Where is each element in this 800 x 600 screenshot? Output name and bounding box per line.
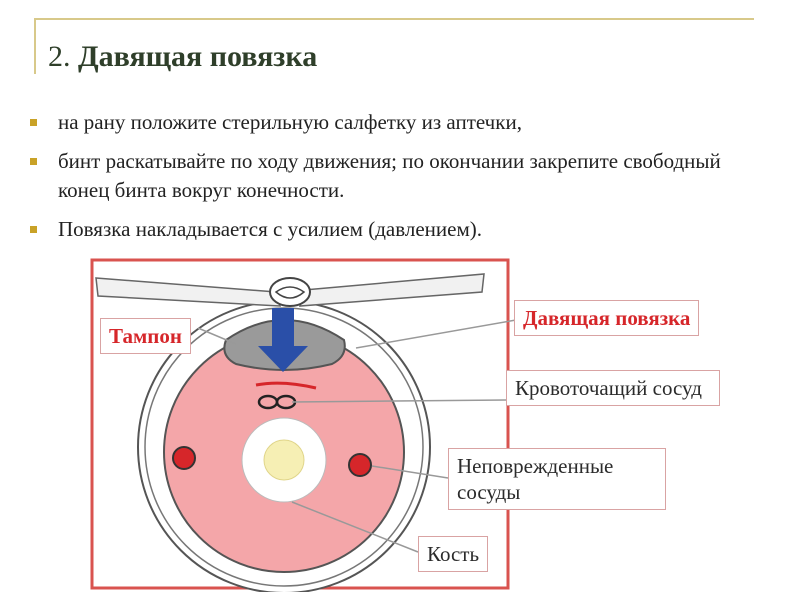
title-number: 2. xyxy=(48,40,71,73)
diagram-svg xyxy=(90,258,517,592)
leader-bleeding-vessel xyxy=(291,399,507,403)
bullet-text: бинт раскатывайте по ходу движения; по о… xyxy=(58,149,721,202)
bleeding-line xyxy=(255,381,317,390)
leader-tampon xyxy=(197,327,237,345)
leader-pressure-bandage xyxy=(355,319,517,349)
pressure-bandage-diagram: Тампон Давящая повязка Кровоточащий сосу… xyxy=(86,252,756,592)
bullet-list: на рану положите стерильную салфетку из … xyxy=(24,108,754,254)
bullet-item: на рану положите стерильную салфетку из … xyxy=(24,108,754,137)
bullet-marker-icon xyxy=(30,226,37,233)
bullet-text: на рану положите стерильную салфетку из … xyxy=(58,110,522,134)
slide-title: 2. Давящая повязка xyxy=(48,40,317,74)
label-tampon: Тампон xyxy=(100,318,191,354)
label-intact-vessels: Неповрежденные сосуды xyxy=(448,448,666,510)
bullet-item: Повязка накладывается с усилием (давлени… xyxy=(24,215,754,244)
label-bone: Кость xyxy=(418,536,489,572)
bandage-knot-icon xyxy=(269,277,311,307)
bullet-marker-icon xyxy=(30,158,37,165)
label-pressure-bandage: Давящая повязка xyxy=(514,300,700,336)
decor-top-line xyxy=(34,18,754,20)
leader-intact-vessels xyxy=(371,465,449,479)
bullet-marker-icon xyxy=(30,119,37,126)
bullet-item: бинт раскатывайте по ходу движения; по о… xyxy=(24,147,754,205)
decor-left-line xyxy=(34,18,36,74)
bullet-text: Повязка накладывается с усилием (давлени… xyxy=(58,217,482,241)
title-text: Давящая повязка xyxy=(78,40,318,73)
bone-marrow xyxy=(263,439,305,481)
down-arrow-icon xyxy=(258,308,308,372)
leader-bone xyxy=(291,501,419,553)
intact-vessel-left xyxy=(172,446,196,470)
intact-vessel-right xyxy=(348,453,372,477)
bandage-ribbon-left xyxy=(95,277,282,307)
label-bleeding-vessel: Кровоточащий сосуд xyxy=(506,370,720,406)
